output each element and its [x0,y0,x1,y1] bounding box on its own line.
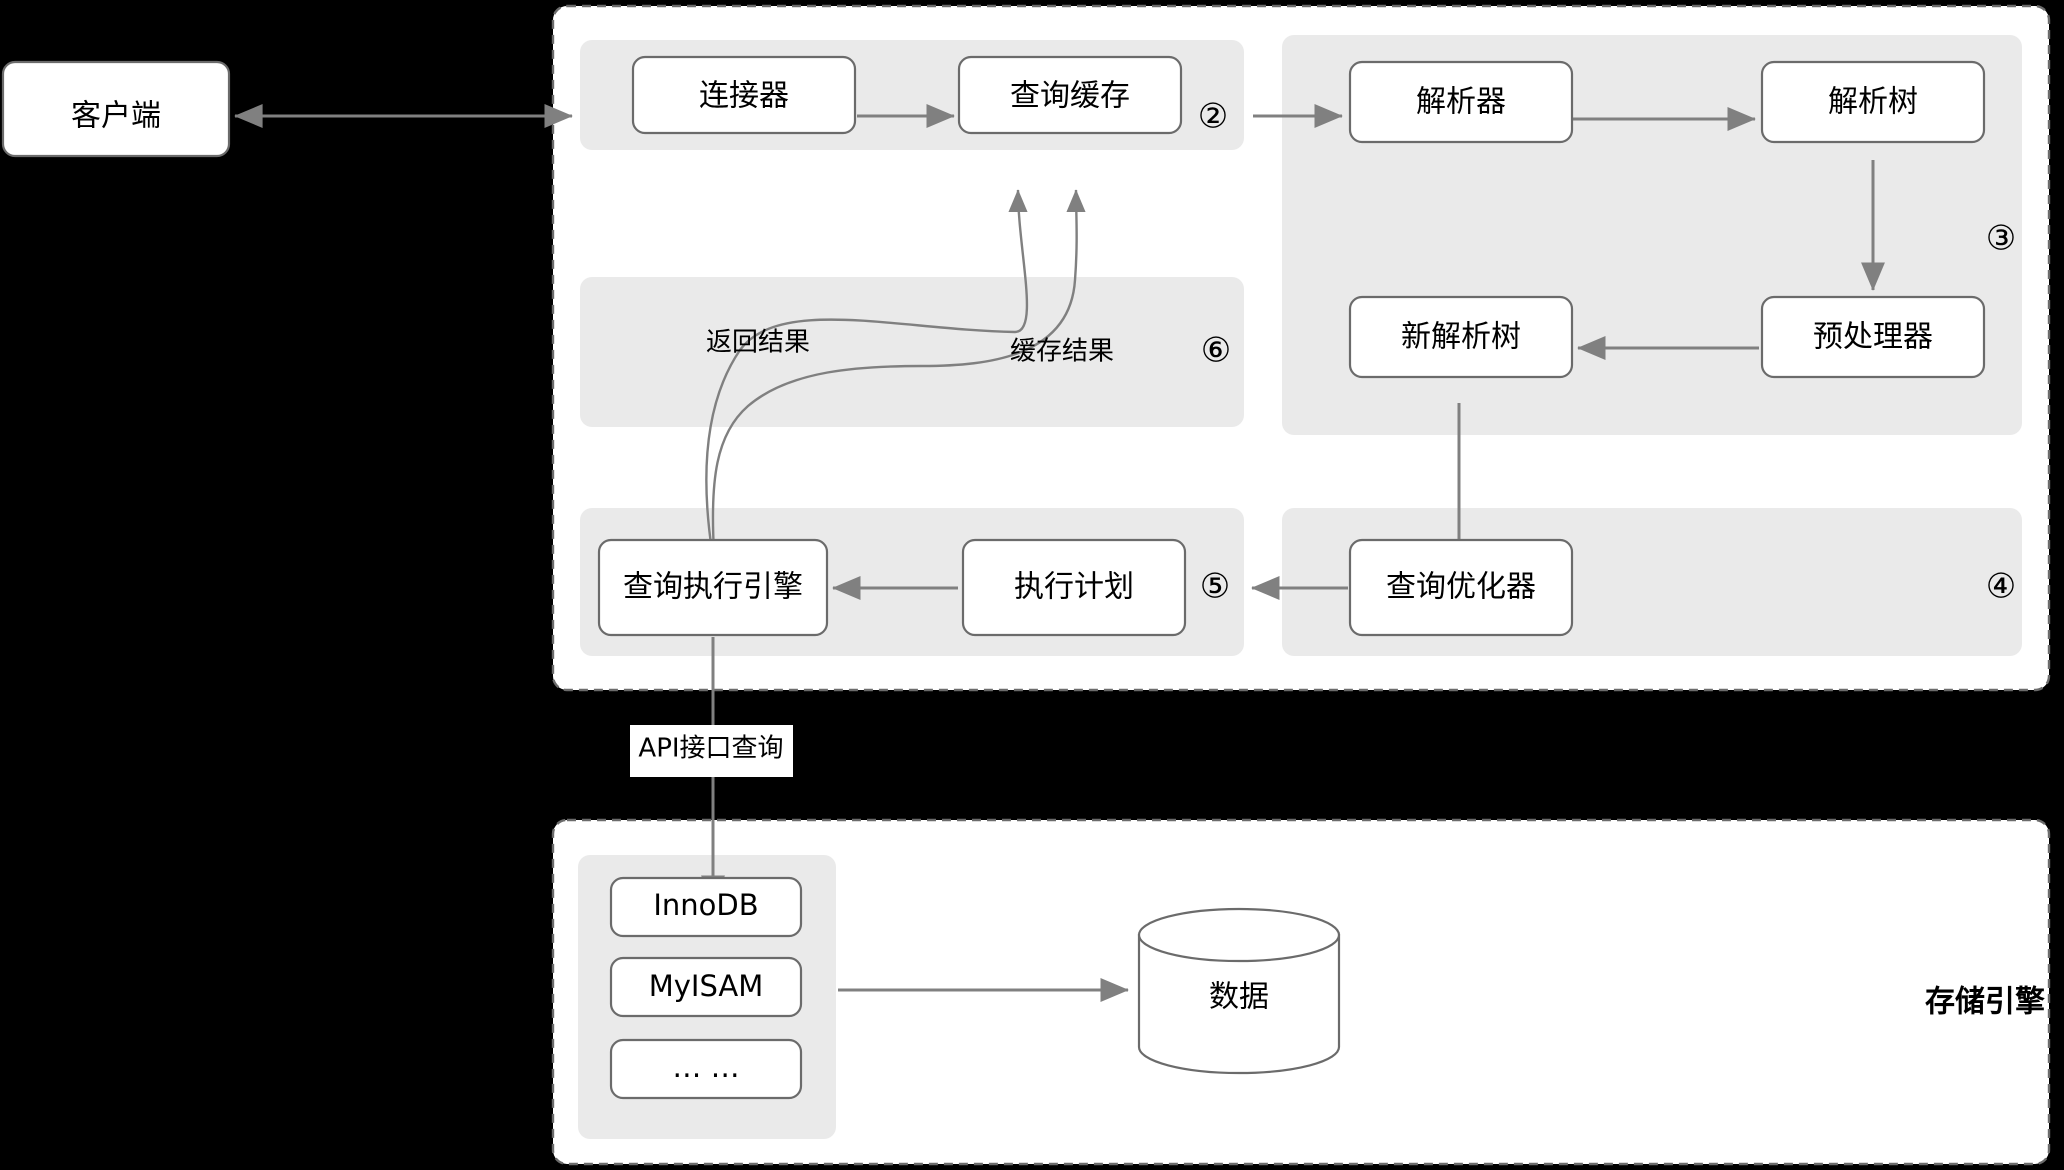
node-query-cache-label: 查询缓存 [1010,79,1130,114]
node-parse-tree[interactable] [1760,60,1986,144]
marker-3: ③ [1986,219,2016,259]
node-datastore[interactable] [1137,907,1341,1075]
edge-return-result [705,189,1029,552]
label-cache-result: 缓存结果 [1010,337,1114,367]
node-new-parse-tree[interactable] [1348,295,1574,379]
label-return-result: 返回结果 [706,328,810,358]
node-parser-label: 解析器 [1416,85,1506,120]
marker-2: ② [1198,97,1228,137]
label-api-edge: API接口查询 [638,734,783,764]
node-innodb-label: InnoDB [653,888,758,922]
node-myisam[interactable] [609,956,803,1018]
node-query-optimizer[interactable] [1348,538,1574,637]
node-preprocessor-label: 预处理器 [1813,320,1933,355]
node-exec-plan[interactable] [961,538,1187,637]
node-query-optimizer-label: 查询优化器 [1386,570,1536,605]
node-new-parse-tree-label: 新解析树 [1401,320,1521,355]
node-client[interactable] [1,60,231,158]
edge-cache-result [711,189,1086,553]
label-api-edge-bg [630,725,793,777]
node-innodb[interactable] [609,876,803,938]
node-query-cache[interactable] [957,55,1183,135]
node-exec-plan-label: 执行计划 [1014,570,1134,605]
marker-5: ⑤ [1200,567,1230,607]
node-connector-label: 连接器 [699,79,789,114]
label-storage-engine: 存储引擎 [1925,985,2045,1020]
group-results [580,277,1244,427]
node-datastore-label: 数据 [1209,980,1269,1015]
node-client-label: 客户端 [71,99,161,134]
node-connector[interactable] [631,55,857,135]
node-parse-tree-label: 解析树 [1828,85,1918,120]
node-query-exec-engine-label: 查询执行引擎 [623,570,803,605]
node-more-engines[interactable] [609,1038,803,1100]
marker-4: ④ [1986,567,2016,607]
node-query-exec-engine[interactable] [597,538,829,637]
marker-6: ⑥ [1201,331,1231,371]
node-preprocessor[interactable] [1760,295,1986,379]
node-myisam-label: MyISAM [649,969,764,1003]
node-parser[interactable] [1348,60,1574,144]
node-more-engines-label: … … [672,1050,739,1084]
